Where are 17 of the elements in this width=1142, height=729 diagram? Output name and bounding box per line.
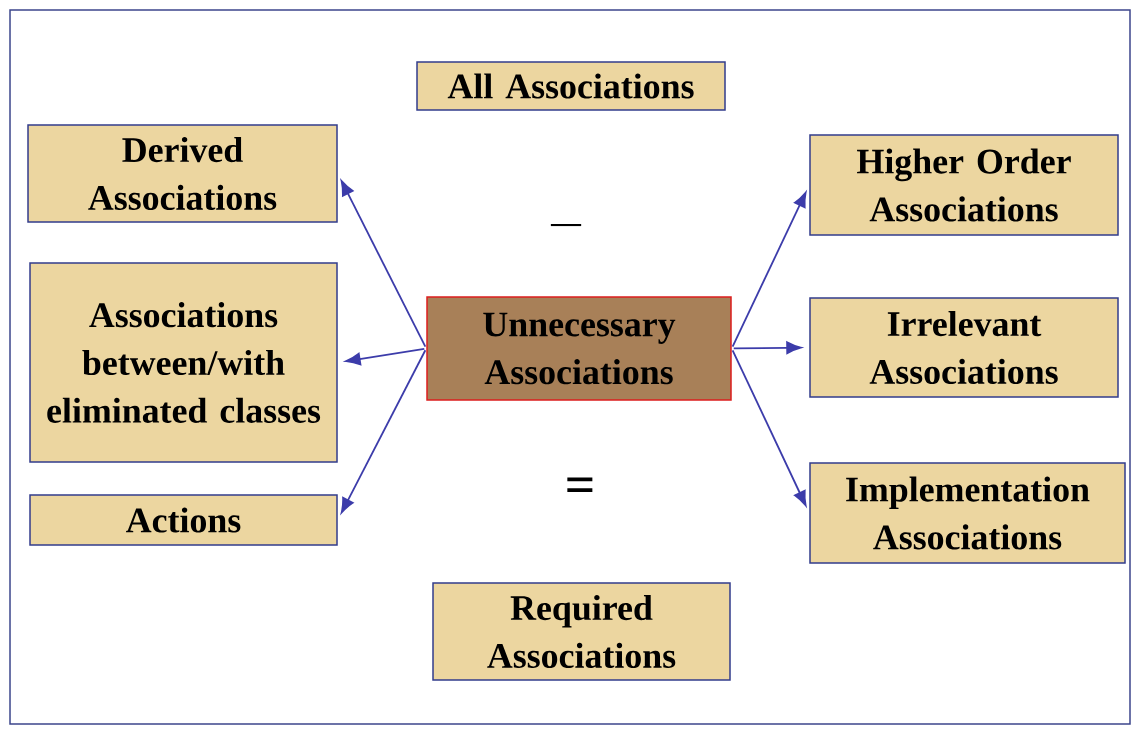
arrow bbox=[340, 180, 427, 348]
central-box: Unnecessary Associations bbox=[426, 296, 732, 401]
text-box: Implementation Associations bbox=[809, 462, 1126, 564]
operator-sign: = bbox=[567, 477, 593, 492]
text-box: Required Associations bbox=[432, 582, 731, 681]
arrow bbox=[732, 341, 802, 355]
arrow bbox=[345, 347, 426, 366]
arrow bbox=[731, 191, 807, 348]
text-box: Associations between/with eliminated classes bbox=[29, 262, 338, 463]
text-box: Irrelevant Associations bbox=[809, 297, 1119, 398]
text-box: Actions bbox=[29, 494, 338, 546]
text-box: Derived Associations bbox=[27, 124, 338, 223]
text-box: Higher Order Associations bbox=[809, 134, 1119, 236]
arrow bbox=[340, 349, 427, 514]
operator-sign: — bbox=[550, 224, 582, 227]
arrow bbox=[731, 349, 807, 507]
text-box: All Associations bbox=[416, 61, 726, 111]
